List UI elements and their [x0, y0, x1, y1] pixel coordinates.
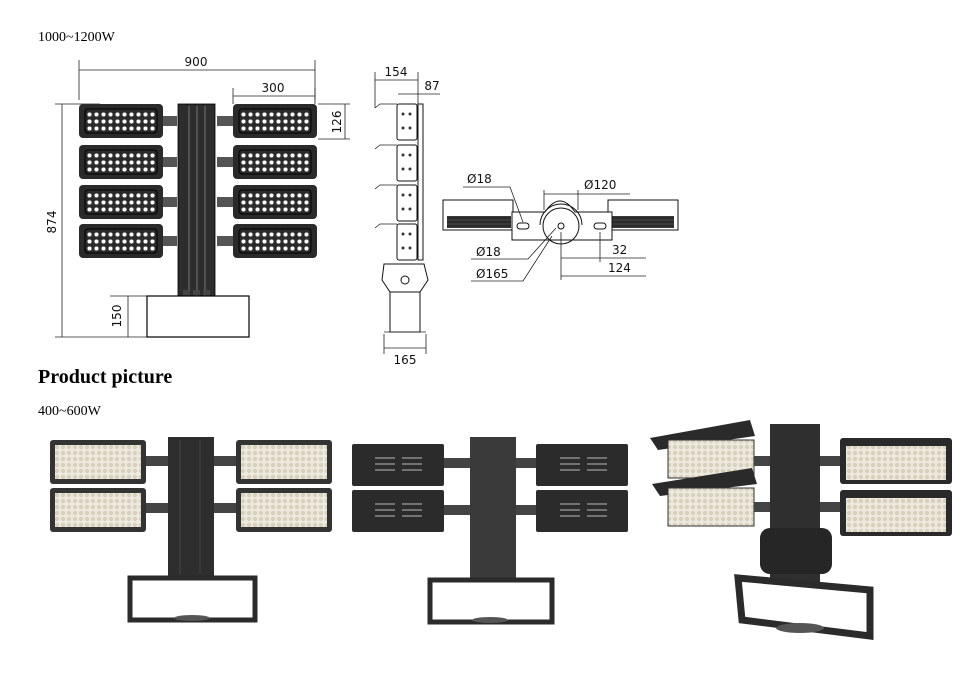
dimension-side-depth: 154 — [374, 65, 419, 108]
side-view-drawing: 154 87 — [374, 65, 440, 367]
label-hole-18-top: Ø18 — [467, 172, 492, 186]
label-offset-124: 124 — [608, 261, 631, 275]
led-modules-right — [217, 104, 317, 258]
power-range-label-top: 1000~1200W — [38, 30, 115, 45]
callout-hole-bottom: Ø18 — [471, 227, 557, 260]
dim-150: 150 — [110, 305, 124, 328]
dimension-base-height: 150 — [110, 295, 148, 337]
dim-154: 154 — [385, 65, 408, 79]
power-range-label-bottom: 400~600W — [38, 404, 101, 419]
dimension-offset-124: 124 — [560, 232, 646, 280]
dim-165: 165 — [394, 353, 417, 367]
callout-arc-165: Ø165 — [471, 235, 553, 282]
label-offset-32: 32 — [612, 243, 627, 257]
dim-900: 900 — [185, 55, 208, 69]
dim-126: 126 — [330, 111, 344, 134]
dim-300: 300 — [262, 81, 285, 95]
top-view-drawing: Ø18 Ø120 Ø18 Ø165 32 124 — [442, 172, 679, 282]
dimension-offset-32: 32 — [561, 232, 646, 262]
dimension-module-height: 126 — [318, 103, 350, 140]
dim-87: 87 — [424, 79, 439, 93]
dim-874: 874 — [45, 211, 59, 234]
front-view-drawing: 900 300 126 874 150 — [45, 55, 350, 338]
dimension-base-width: 165 — [383, 334, 427, 367]
product-photo-angled — [650, 420, 952, 640]
mounting-base — [146, 295, 250, 338]
product-photo-back — [352, 437, 628, 625]
dimension-overall-height: 874 — [45, 103, 150, 338]
dimension-module-width: 300 — [232, 81, 316, 104]
label-ring-120: Ø120 — [584, 178, 616, 192]
dimension-module-depth: 87 — [398, 79, 440, 95]
section-title: Product picture — [38, 366, 173, 388]
label-hole-18-bottom: Ø18 — [476, 245, 501, 259]
led-modules-left — [79, 104, 177, 258]
callout-ring-120: Ø120 — [543, 178, 630, 210]
dimension-overall-width: 900 — [78, 55, 316, 100]
label-arc-165: Ø165 — [476, 267, 508, 281]
callout-hole-top: Ø18 — [463, 172, 524, 223]
product-photo-front — [50, 437, 332, 623]
